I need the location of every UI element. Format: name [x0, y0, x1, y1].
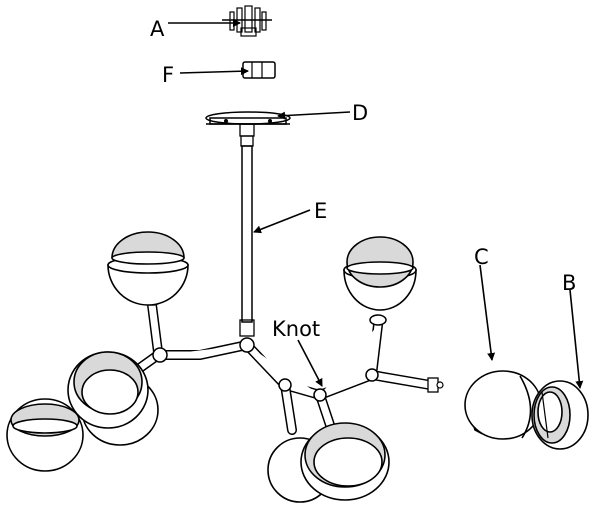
label-c: C: [474, 245, 489, 269]
chandelier-globes: [6, 231, 417, 503]
label-d: D: [352, 101, 368, 125]
globe-top-left: [107, 231, 189, 306]
label-a: A: [150, 17, 165, 41]
globe-bottom-front: [300, 422, 390, 501]
label-f: F: [162, 63, 174, 87]
part-b-shade-ring: [531, 380, 589, 450]
globe-top-right: [343, 236, 417, 311]
part-e-down-rod: [239, 135, 255, 337]
leader-lines: [168, 19, 584, 389]
part-f-connector: [242, 61, 276, 79]
globe-left-far: [6, 398, 84, 472]
label-e: E: [314, 199, 327, 223]
part-c-glass-shade: [464, 370, 542, 440]
part-a-mounting-bracket: [222, 5, 272, 37]
globe-left-front: [67, 351, 149, 429]
label-knot: Knot: [272, 317, 320, 341]
label-b: B: [562, 271, 576, 295]
part-d-canopy: [205, 111, 291, 137]
chandelier-arms: [125, 294, 444, 435]
